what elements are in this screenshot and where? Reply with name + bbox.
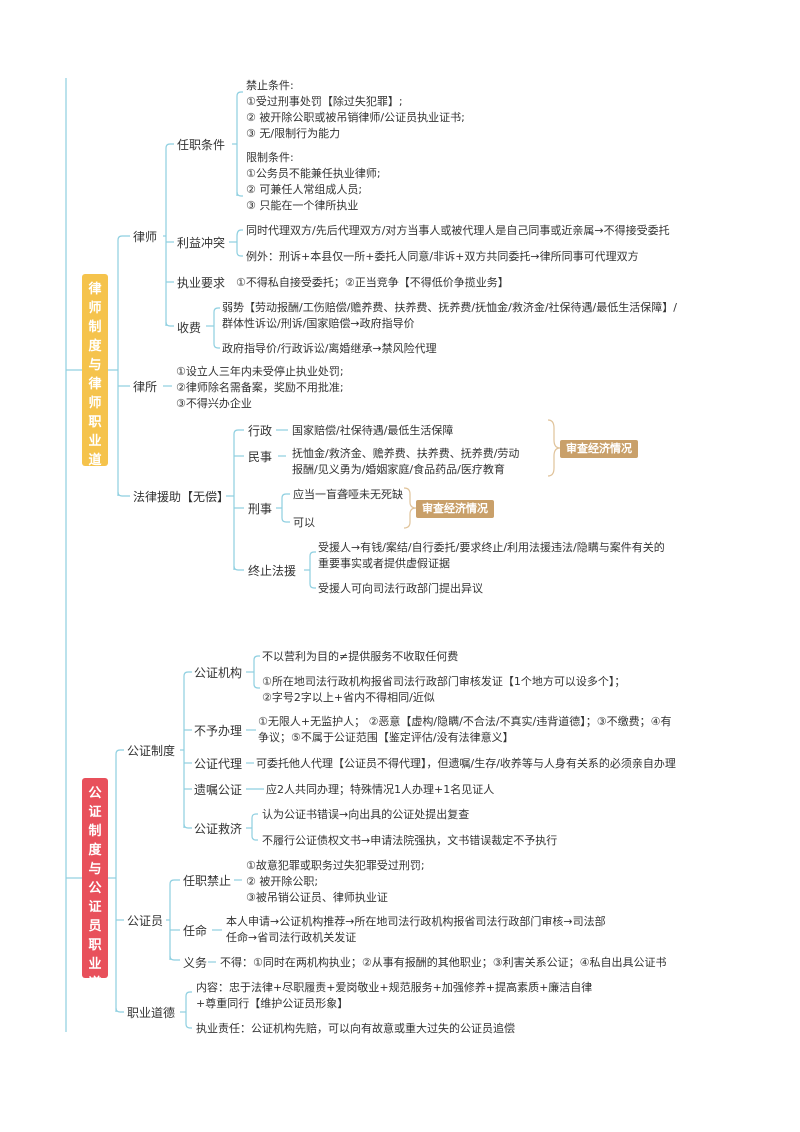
review-economy-tag: 审查经济情况	[560, 440, 638, 458]
fee-item: 群体性诉讼/刑诉/国家赔偿→政府指导价	[222, 317, 415, 330]
conflict-item: 例外：刑诉+本县仅一所+委托人同意/非诉+双方共同委托→律所同事可代理双方	[246, 250, 639, 263]
prohibit-item: ② 被开除公职或被吊销律师/公证员执业证书;	[246, 111, 465, 124]
fee-item: 弱势【劳动报酬/工伤赔偿/赡养费、扶养费、抚养费/抚恤金/救济金/社保待遇/最低…	[222, 301, 677, 314]
firm-item: ②律师除名需备案，奖励不用批准;	[176, 381, 344, 394]
node-notary-agency: 公证机构	[194, 666, 243, 680]
ethics-content: 内容：忠于法律+尽职履责+爱岗敬业+规范服务+加强修养+提高素质+廉洁自律	[196, 981, 593, 994]
node-ban: 任职禁止	[183, 874, 232, 888]
node-ethics: 职业道德	[127, 1006, 176, 1020]
node-firm: 律所	[133, 380, 158, 394]
node-lawyer: 律师	[133, 230, 158, 244]
node-practice: 执业要求	[177, 276, 226, 290]
node-aid-criminal: 刑事	[248, 502, 273, 516]
limit-item: ①公务员不能兼任执业律师;	[246, 167, 381, 180]
fee-item: 政府指导价/行政诉讼/离婚继承→禁风险代理	[222, 342, 437, 355]
firm-item: ③不得兴办企业	[176, 397, 252, 410]
agency-item: ②字号2字以上+省内不得相同/近似	[262, 691, 435, 704]
aid-criminal-item: 可以	[293, 516, 315, 529]
node-notary-system: 公证制度	[127, 744, 176, 758]
remedy-item: 认为公证书错误→向出具的公证处提出复查	[262, 808, 470, 821]
ethics-content: +尊重同行【维护公证员形象】	[196, 997, 349, 1010]
prohibit-item: ③ 无/限制行为能力	[246, 127, 341, 140]
aid-civil-line: 报酬/见义勇为/婚姻家庭/食品药品/医疗教育	[292, 463, 505, 476]
duty-text: 不得：①同时在两机构执业；②从事有报酬的其他职业；③利害关系公证；④私自出具公证…	[220, 956, 667, 969]
limit-title: 限制条件:	[246, 151, 294, 164]
node-appoint: 任命	[183, 924, 208, 938]
node-notary: 公证员	[127, 914, 164, 928]
aid-terminate-line: 受援人→有钱/案结/自行委托/要求终止/利用法援违法/隐瞒与案件有关的	[318, 541, 665, 554]
section1-title: 律师制度与律师职业道德	[82, 274, 108, 487]
ban-item: ② 被开除公职;	[246, 875, 319, 888]
node-agent: 公证代理	[194, 757, 243, 771]
prohibit-item: ①受过刑事处罚【除过失犯罪】;	[246, 95, 403, 108]
ban-item: ①故意犯罪或职务过失犯罪受过刑罚;	[246, 859, 425, 872]
aid-civil-line: 抚恤金/救济金、赡养费、扶养费、抚养费/劳动	[292, 447, 520, 460]
prohibit-title: 禁止条件:	[246, 79, 294, 92]
appoint-line: 任命→省司法行政机关发证	[226, 931, 357, 944]
appoint-line: 本人申请→公证机构推荐→所在地司法行政机构报省司法行政部门审核→司法部	[226, 915, 606, 928]
agency-item: ①所在地司法行政机构报省司法行政部门审核发证【1个地方可以设多个】；	[262, 675, 626, 688]
node-duty: 义务	[183, 956, 208, 970]
node-aid-civil: 民事	[248, 450, 273, 464]
aid-appeal: 受援人可向司法行政部门提出异议	[318, 582, 483, 595]
refuse-line: ①无限人+无监护人； ②恶意【虚构/隐瞒/不合法/不真实/违背道德】；③不缴费；…	[258, 715, 672, 728]
node-qualification: 任职条件	[177, 138, 226, 152]
node-refuse: 不予办理	[194, 724, 243, 738]
node-aid-terminate: 终止法援	[248, 564, 297, 578]
review-economy-tag: 审查经济情况	[416, 500, 494, 518]
section2-title: 公证制度与公证员职业道德	[82, 778, 108, 1010]
practice-text: ①不得私自接受委托；②正当竞争【不得低价争揽业务】	[236, 276, 509, 289]
aid-terminate-line: 重要事实或者提供虚假证据	[318, 557, 450, 570]
remedy-item: 不履行公证债权文书→申请法院强执，文书错误裁定不予执行	[262, 834, 558, 847]
limit-item: ③ 只能在一个律所执业	[246, 199, 359, 212]
agency-item: 不以营利为目的≠提供服务不收取任何费	[262, 650, 459, 663]
node-will: 遗嘱公证	[194, 783, 243, 797]
conflict-item: 同时代理双方/先后代理双方/对方当事人或被代理人是自己同事或近亲属→不得接受委托	[246, 224, 670, 237]
aid-admin-text: 国家赔偿/社保待遇/最低生活保障	[292, 424, 454, 437]
agent-text: 可委托他人代理【公证员不得代理】，但遗嘱/生存/收养等与人身有关系的必须亲自办理	[256, 757, 676, 770]
ethics-responsibility: 执业责任：公证机构先赔，可以向有故意或重大过失的公证员追偿	[196, 1022, 515, 1035]
firm-item: ①设立人三年内未受停止执业处罚;	[176, 365, 344, 378]
node-remedy: 公证救济	[194, 822, 243, 836]
node-fee: 收费	[177, 321, 202, 335]
ban-item: ③被吊销公证员、律师执业证	[246, 891, 388, 904]
node-legal-aid: 法律援助【无偿】	[133, 490, 230, 504]
node-conflict: 利益冲突	[177, 236, 226, 250]
node-aid-admin: 行政	[248, 424, 273, 438]
aid-criminal-item: 应当一盲聋哑未无死缺	[293, 488, 403, 501]
limit-item: ② 可兼任人常组成人员;	[246, 183, 363, 196]
refuse-line: 争议；⑤不属于公证范围【鉴定评估/没有法律意义】	[258, 731, 514, 744]
will-text: 应2人共同办理；特殊情况1人办理+1名见证人	[266, 783, 495, 796]
